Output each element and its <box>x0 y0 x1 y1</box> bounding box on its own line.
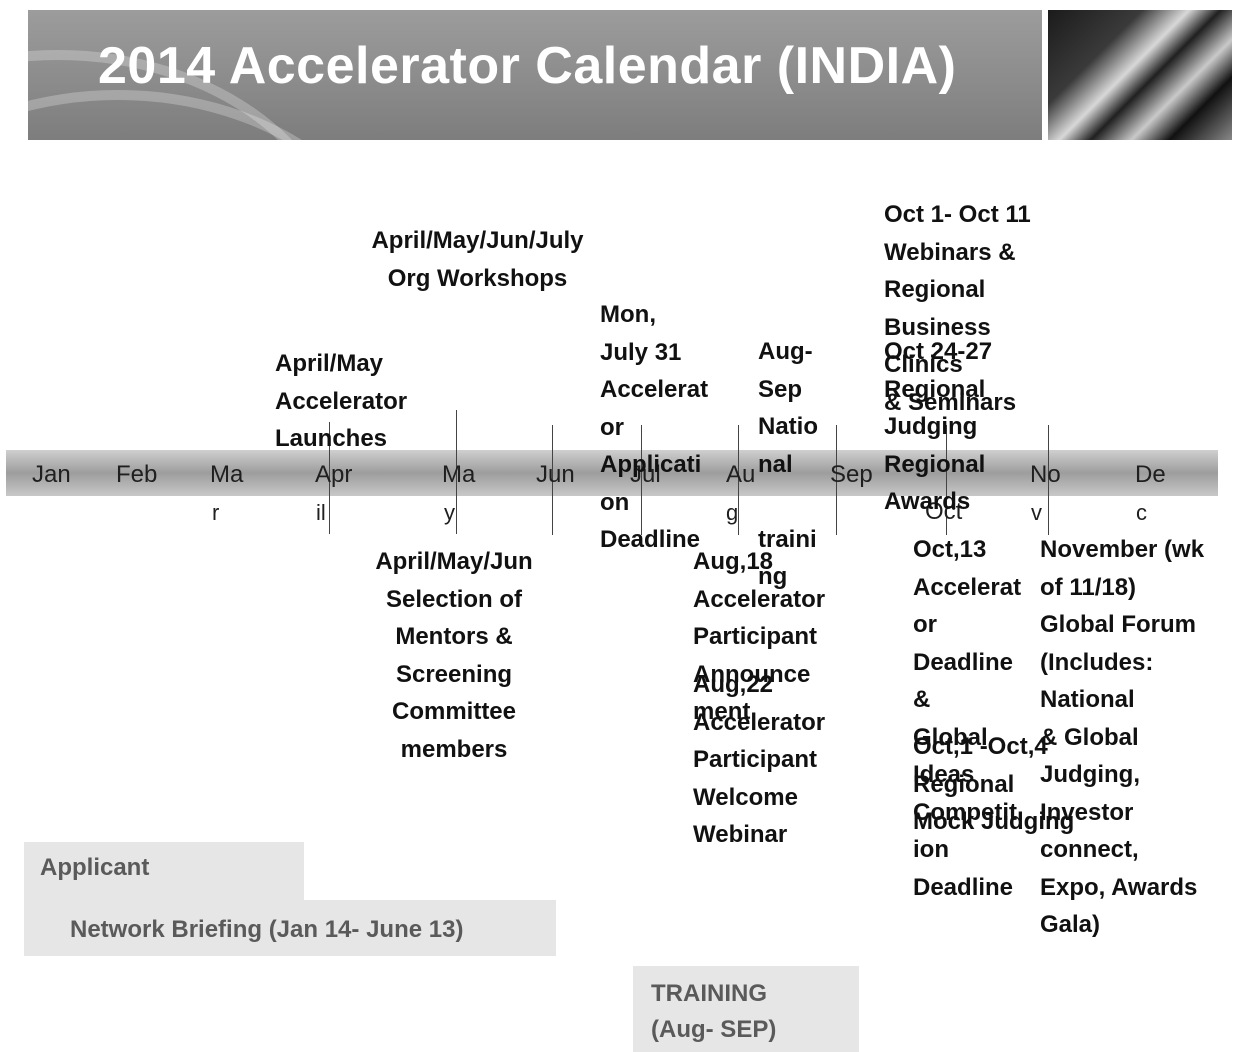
month-label-wrap: y <box>444 500 455 525</box>
event-national-training: Aug- Sep Natio nal traini ng <box>758 338 818 590</box>
network-briefing-label: Network Briefing (Jan 14- June 13) <box>70 916 464 943</box>
month-label-wrap: c <box>1136 500 1147 525</box>
month-label: Ma <box>210 461 244 488</box>
event-global-forum: November (wk of 11/18) Global Forum (Inc… <box>1040 536 1205 938</box>
month-label-wrap: g <box>726 500 739 525</box>
event-accelerator-launches: April/May Accelerator Launches <box>275 350 408 452</box>
event-org-workshops: April/May/Jun/July Org Workshops <box>371 227 584 292</box>
timeline-tick <box>552 425 553 535</box>
month-label: Oct <box>925 498 963 525</box>
timeline-band <box>6 450 1218 496</box>
month-label-wrap: il <box>316 500 326 525</box>
month-label: Feb <box>116 461 158 488</box>
event-mock-judging: Oct,1 -Oct,4 Regional Mock Judging <box>913 733 1075 835</box>
applicant-title: Applicant <box>40 854 150 881</box>
timeline-tick <box>641 425 642 535</box>
month-label: Jul <box>630 461 661 488</box>
decorative-image <box>1048 10 1232 140</box>
month-label: Apr <box>315 461 353 488</box>
timeline-tick <box>836 425 837 535</box>
month-label-wrap: r <box>212 500 220 525</box>
month-label: No <box>1030 461 1061 488</box>
title-banner: 2014 Accelerator Calendar (INDIA) <box>28 10 1042 140</box>
month-label: Sep <box>830 461 873 488</box>
timeline-tick <box>329 422 330 534</box>
month-label: Au <box>726 461 756 488</box>
network-briefing-box: Network Briefing (Jan 14- June 13) <box>24 900 556 956</box>
timeline-tick <box>1048 425 1049 535</box>
month-label: Ma <box>442 461 476 488</box>
event-webinars-clinics: Oct 1- Oct 11 Webinars & Regional Busine… <box>884 201 1031 416</box>
month-label: Jan <box>32 461 71 488</box>
month-label: Jun <box>536 461 575 488</box>
event-regional-judging: Oct 24-27 Regional Judging Regional Awar… <box>884 338 993 515</box>
training-label: TRAINING (Aug- SEP) <box>651 980 777 1043</box>
event-mentor-selection: April/May/Jun Selection of Mentors & Scr… <box>375 548 533 763</box>
page-title: 2014 Accelerator Calendar (INDIA) <box>98 37 957 95</box>
applicant-box: Applicant <box>24 842 304 902</box>
timeline-tick <box>456 410 457 534</box>
timeline-tick <box>946 425 947 535</box>
event-welcome-webinar: Aug,22 Accelerator Participant Welcome W… <box>693 671 826 848</box>
training-box: TRAINING (Aug- SEP) <box>633 966 859 1052</box>
timeline-tick <box>738 425 739 535</box>
month-label: De <box>1135 461 1166 488</box>
event-application-deadline: Mon, July 31 Accelerat or Applicati on D… <box>600 301 709 553</box>
event-participant-announcement: Aug,18 Accelerator Participant Announce … <box>693 548 826 725</box>
month-label-wrap: v <box>1031 500 1042 525</box>
event-global-ideas-deadline: Oct,13 Accelerat or Deadline & Global Id… <box>913 536 1022 901</box>
